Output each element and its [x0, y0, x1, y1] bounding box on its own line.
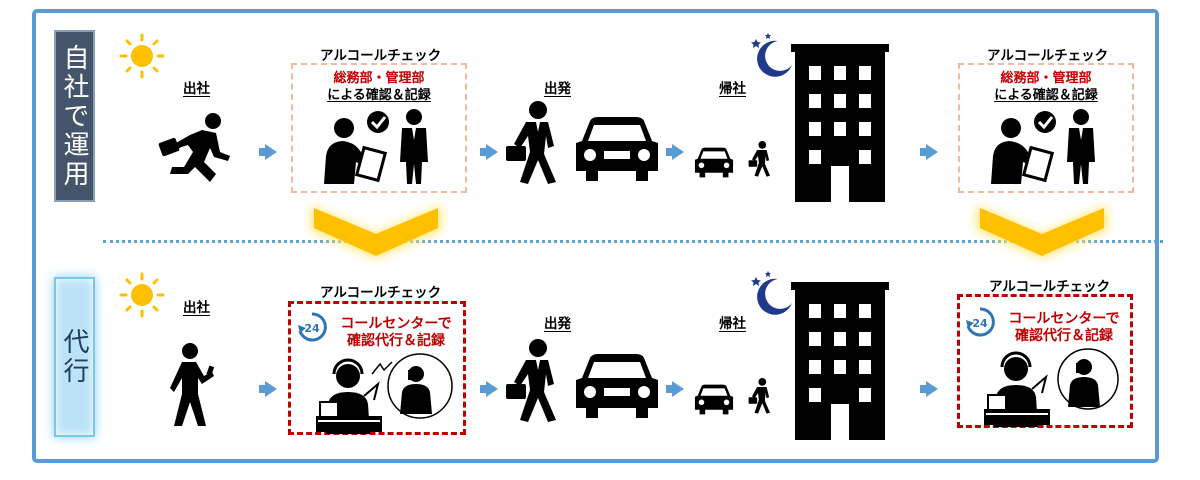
check-box-in-house-1	[291, 63, 467, 193]
alcohol-check-title: アルコールチェック	[320, 285, 442, 301]
badge-24: 24	[972, 317, 988, 330]
24h-clock-icon: 24	[966, 307, 995, 337]
alcohol-check-title: アルコールチェック	[989, 279, 1111, 295]
flow-arrow-icon	[259, 144, 277, 160]
label-go-to-office: 出社	[183, 300, 210, 316]
phone-caller-icon	[371, 361, 393, 375]
car-front-icon	[576, 354, 658, 418]
diagram-frame	[32, 9, 1159, 463]
label-return-office: 帰社	[719, 316, 746, 332]
sun-icon	[119, 33, 165, 79]
callcenter-desc-line2: 確認代行＆記録	[1015, 328, 1113, 344]
check-box-in-house-2	[958, 63, 1134, 193]
flow-arrow-icon	[666, 144, 684, 160]
label-return-office: 帰社	[719, 81, 746, 97]
check-desc-line2: による確認＆記録	[327, 88, 431, 103]
car-front-icon	[576, 117, 658, 181]
flow-arrow-icon	[666, 381, 684, 397]
label-depart: 出発	[544, 81, 571, 97]
businessman-briefcase-icon	[748, 378, 770, 414]
flow-arrow-icon	[480, 381, 498, 397]
flow-arrow-icon	[480, 144, 498, 160]
side-label-outsourced: 代行	[54, 277, 95, 437]
alcohol-check-title: アルコールチェック	[320, 48, 442, 64]
moon-icon	[751, 271, 792, 315]
call-center-operator-icon	[316, 353, 453, 434]
inspection-check-icon	[324, 109, 428, 184]
check-desc-line1: 総務部・管理部	[1000, 71, 1092, 86]
walking-man-icon	[170, 343, 215, 426]
inspection-check-icon	[991, 109, 1095, 184]
check-desc-line1: 総務部・管理部	[333, 71, 425, 86]
24h-clock-icon: 24	[298, 312, 327, 342]
check-box-callcenter-1	[288, 301, 466, 435]
car-front-icon	[694, 147, 734, 178]
callcenter-desc-line1: コールセンターで	[1008, 311, 1120, 327]
flow-arrow-icon	[920, 144, 938, 160]
car-front-icon	[694, 384, 734, 415]
row-divider	[103, 240, 1163, 243]
call-center-operator-icon	[984, 348, 1119, 427]
businessman-briefcase-icon	[506, 339, 556, 422]
sun-icon	[119, 272, 165, 318]
callcenter-desc-line2: 確認代行＆記録	[347, 333, 445, 349]
office-building-icon	[791, 44, 889, 202]
businessman-briefcase-icon	[506, 101, 556, 184]
moon-icon	[751, 33, 792, 77]
office-building-icon	[791, 282, 889, 440]
callcenter-desc-line1: コールセンターで	[340, 316, 452, 332]
alcohol-check-title: アルコールチェック	[987, 48, 1109, 64]
check-desc-line2: による確認＆記録	[994, 88, 1098, 103]
chevron-down-icon	[977, 206, 1107, 258]
label-go-to-office: 出社	[183, 81, 210, 97]
label-depart: 出発	[544, 316, 571, 332]
running-man-icon	[158, 113, 230, 182]
chevron-down-icon	[311, 206, 441, 258]
badge-24: 24	[304, 322, 320, 335]
check-box-callcenter-2	[957, 294, 1133, 428]
businessman-briefcase-icon	[748, 141, 770, 177]
flow-arrow-icon	[259, 381, 277, 397]
side-label-in-house: 自社で運用	[54, 30, 95, 202]
flow-arrow-icon	[920, 381, 938, 397]
